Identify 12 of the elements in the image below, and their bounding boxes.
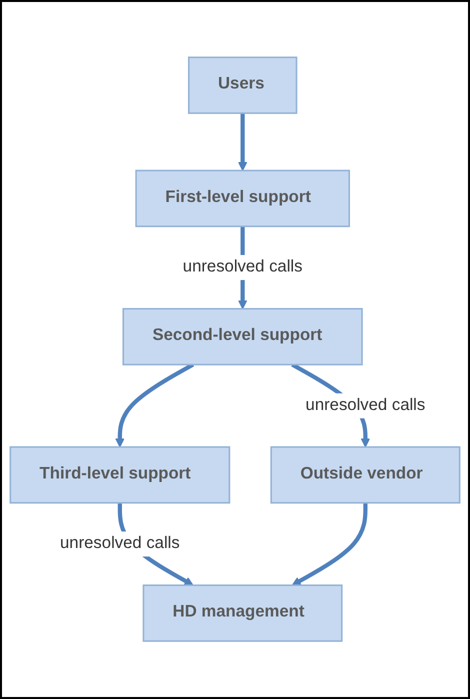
node-box: Users	[188, 56, 298, 114]
node-box: Third-level support	[10, 446, 230, 504]
edge-label: unresolved calls	[182, 258, 302, 276]
node-box: HD management	[142, 584, 343, 642]
node-box: First-level support	[135, 170, 350, 228]
node-box: Outside vendor	[270, 446, 460, 504]
edge-label: unresolved calls	[306, 396, 426, 414]
arrow	[238, 113, 248, 172]
arrow	[115, 363, 194, 448]
node-box: Second-level support	[122, 308, 363, 366]
arrow	[292, 503, 368, 586]
edge-label: unresolved calls	[60, 534, 180, 553]
